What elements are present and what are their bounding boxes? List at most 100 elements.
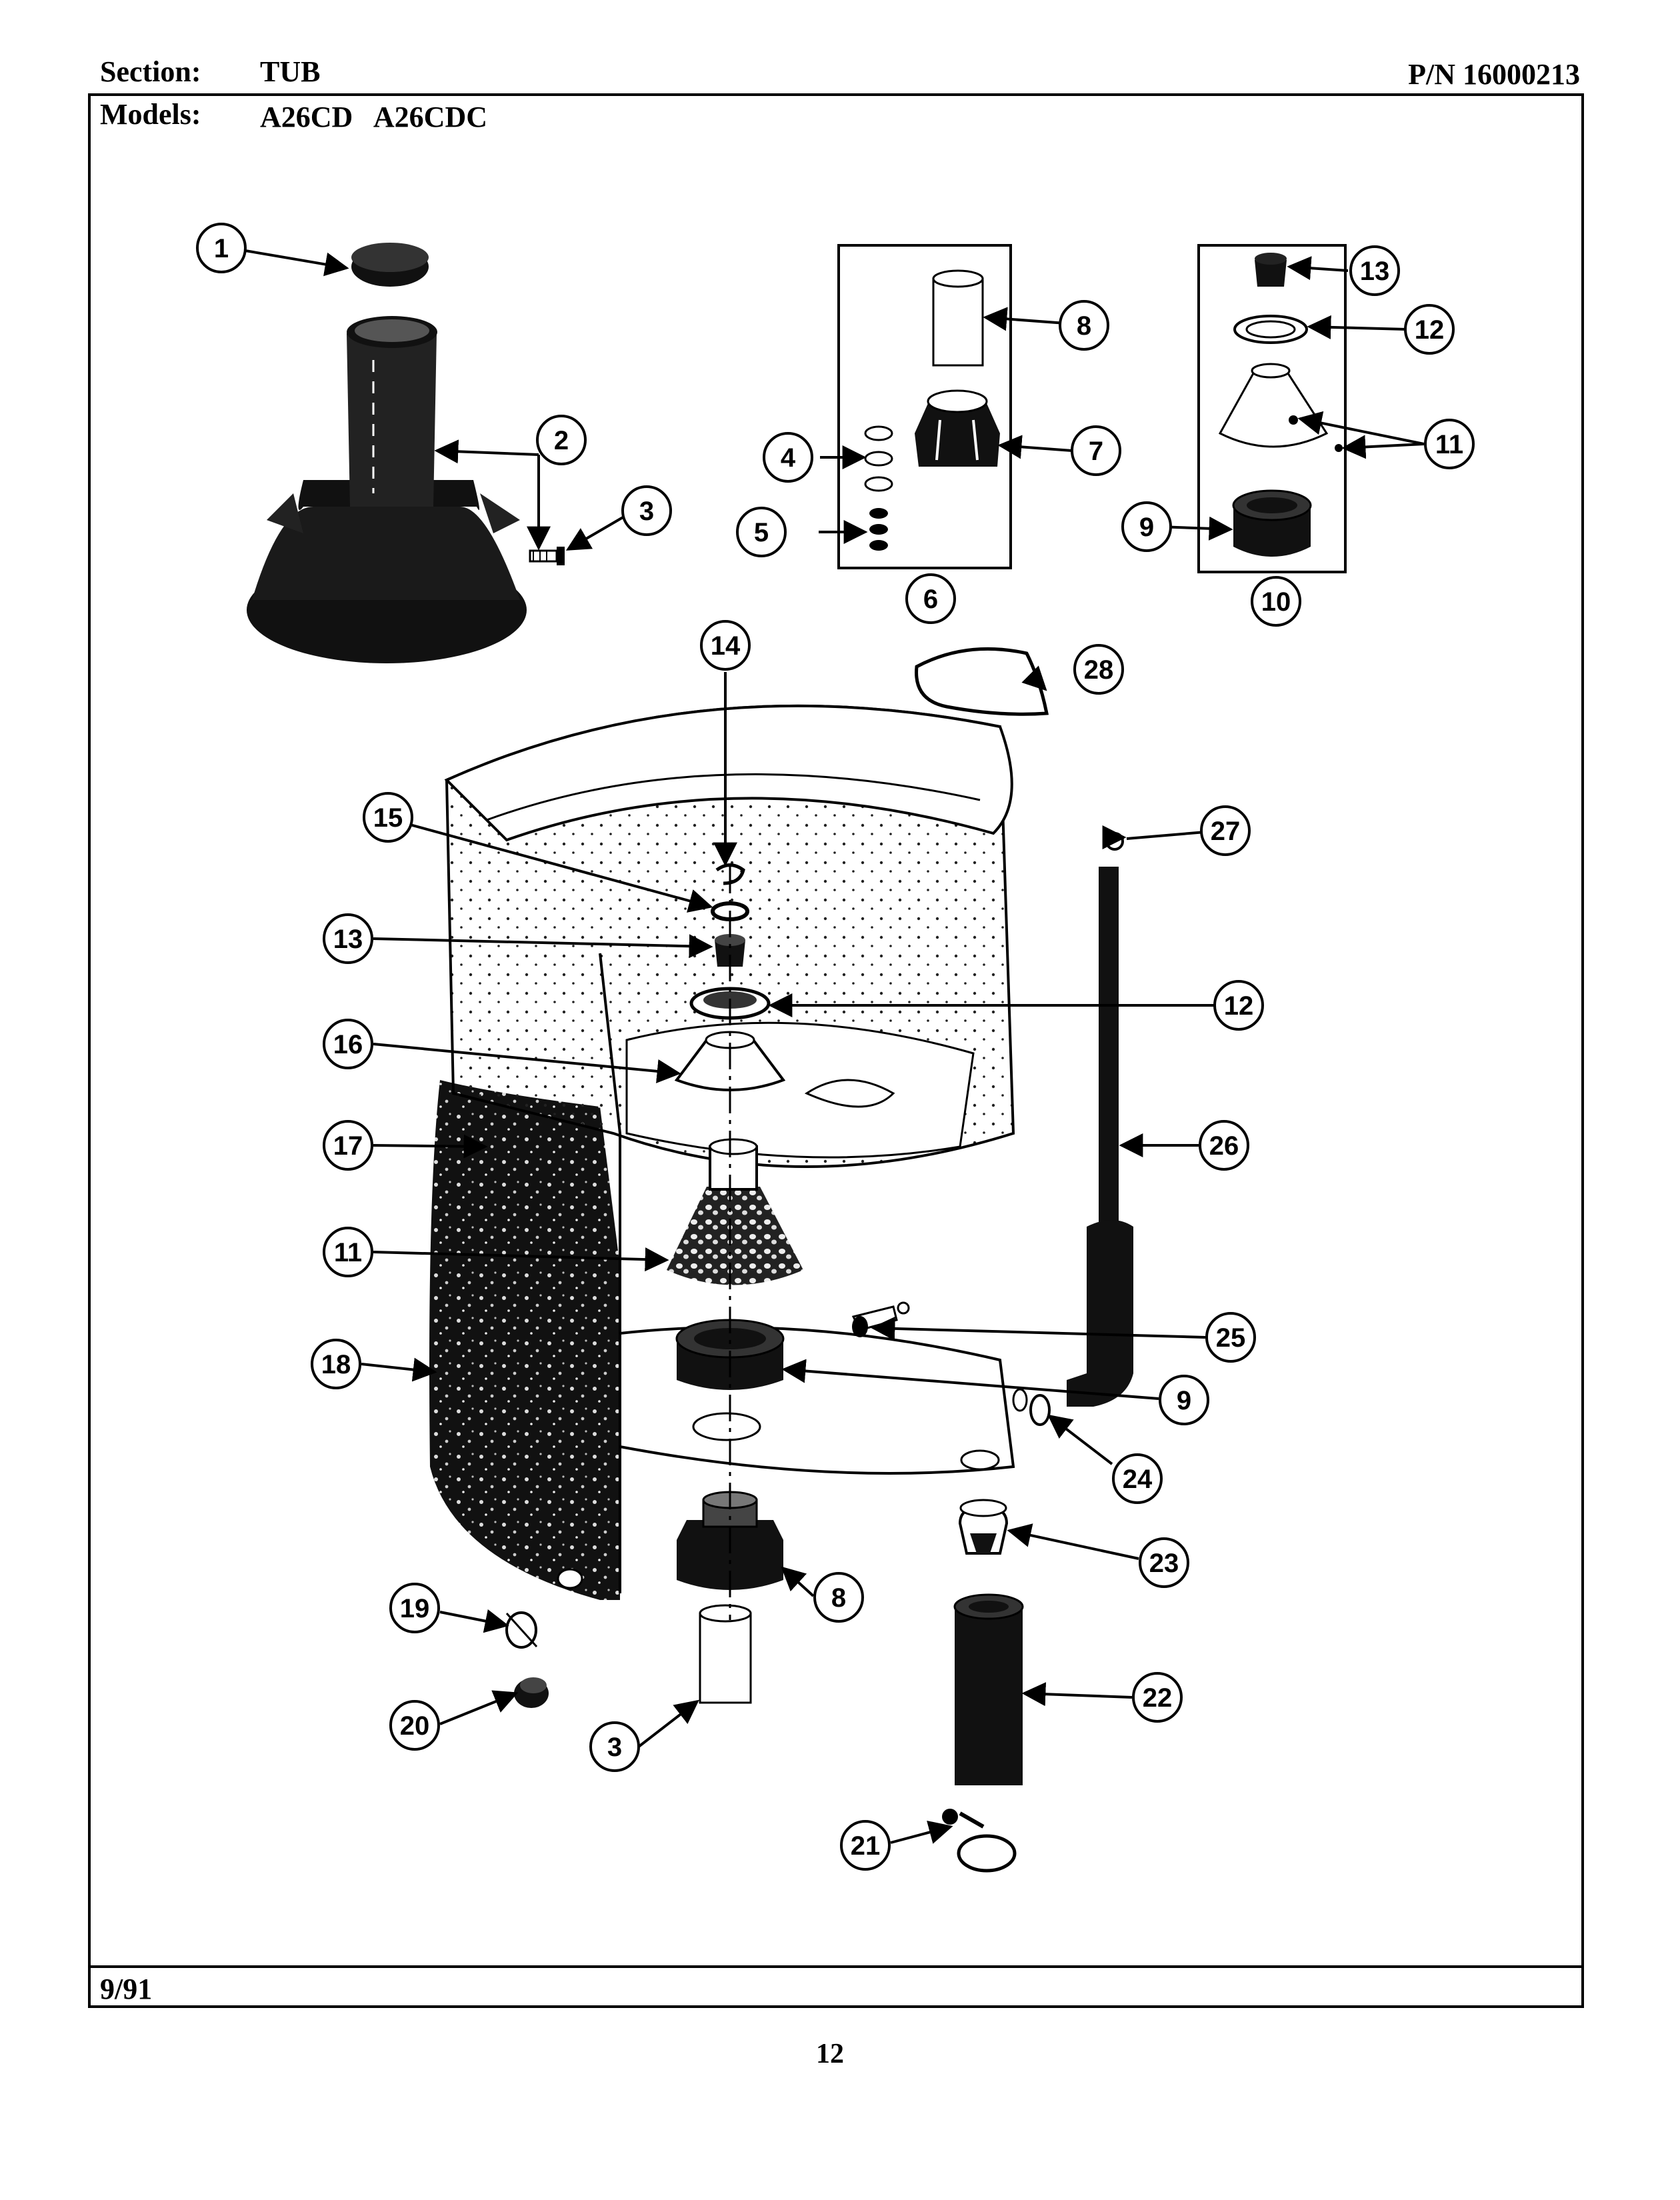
svg-text:24: 24 xyxy=(1123,1465,1153,1494)
svg-text:26: 26 xyxy=(1209,1131,1239,1161)
kit-box-6 xyxy=(837,244,1012,569)
callout-4: 4 xyxy=(763,432,813,483)
page-frame xyxy=(88,93,1584,2008)
footer-divider xyxy=(88,1965,1584,1968)
part-19-clamp xyxy=(505,1611,538,1649)
svg-text:3: 3 xyxy=(639,497,654,526)
svg-text:12: 12 xyxy=(1224,991,1254,1021)
callout-15: 15 xyxy=(363,792,413,843)
part-5-nuts xyxy=(869,508,888,551)
callout-13: 13 xyxy=(323,913,373,964)
callout-5: 5 xyxy=(736,507,787,557)
part-24-clamp xyxy=(1012,1388,1051,1426)
part-28-gasket xyxy=(915,647,1049,716)
part-4-washers xyxy=(864,425,893,492)
part-1-cap xyxy=(351,243,429,287)
part-21-hose-clamp xyxy=(942,1809,1017,1873)
callout-28: 28 xyxy=(1073,644,1124,695)
part-13-bushing-kit xyxy=(1255,253,1287,287)
callout-9: 9 xyxy=(1159,1375,1209,1425)
callout-2: 2 xyxy=(536,415,587,465)
svg-text:25: 25 xyxy=(1216,1323,1246,1353)
callout-21: 21 xyxy=(840,1820,891,1871)
svg-text:14: 14 xyxy=(711,631,741,661)
svg-text:27: 27 xyxy=(1211,817,1241,846)
part-11-cone-kit xyxy=(1218,363,1343,452)
svg-text:7: 7 xyxy=(1089,437,1103,466)
footer-date: 9/91 xyxy=(100,1973,153,2005)
svg-text:15: 15 xyxy=(373,803,403,833)
callout-26: 26 xyxy=(1199,1120,1249,1171)
tub-outlet-stub xyxy=(557,1568,583,1589)
part-22-drain-hose xyxy=(953,1593,1024,1785)
part-7-drive-block xyxy=(915,389,1000,467)
callout-16: 16 xyxy=(323,1019,373,1069)
svg-text:19: 19 xyxy=(400,1594,430,1623)
svg-text:18: 18 xyxy=(321,1350,351,1379)
callout-6: 6 xyxy=(905,573,956,624)
callout-23: 23 xyxy=(1139,1537,1189,1588)
part-3-sleeve xyxy=(699,1604,752,1704)
callout-24: 24 xyxy=(1112,1453,1163,1504)
svg-text:5: 5 xyxy=(754,518,769,547)
callout-9-top: 9 xyxy=(1121,501,1172,552)
callout-22: 22 xyxy=(1132,1672,1183,1723)
kit-box-10 xyxy=(1197,244,1347,573)
part-11-cone xyxy=(667,1138,803,1285)
part-number: P/N 16000213 xyxy=(1408,58,1580,91)
part-26-hose xyxy=(1067,867,1133,1407)
leader-lines xyxy=(245,249,1425,1844)
svg-text:9: 9 xyxy=(1177,1386,1191,1415)
callout-7: 7 xyxy=(1071,425,1121,476)
part-12-ring-kit xyxy=(1233,315,1308,344)
part-9-nut-kit xyxy=(1232,489,1312,557)
callout-12-top: 12 xyxy=(1404,304,1455,355)
part-3-bolt xyxy=(529,547,565,565)
callout-12: 12 xyxy=(1213,980,1264,1031)
callout-25: 25 xyxy=(1205,1312,1256,1363)
svg-text:17: 17 xyxy=(333,1131,363,1161)
svg-text:3: 3 xyxy=(607,1733,622,1762)
svg-text:2: 2 xyxy=(554,426,569,455)
callout-10: 10 xyxy=(1251,576,1301,627)
callout-1: 1 xyxy=(196,223,247,273)
svg-text:11: 11 xyxy=(1435,430,1463,459)
section-label: Section: xyxy=(100,55,201,88)
models-value: A26CD A26CDC xyxy=(260,101,487,133)
svg-text:4: 4 xyxy=(781,443,796,473)
callout-17: 17 xyxy=(323,1120,373,1171)
part-23-elbow xyxy=(958,1499,1009,1555)
part-2-agitator xyxy=(247,316,527,663)
models-label: Models: xyxy=(100,98,201,131)
callout-20: 20 xyxy=(389,1700,440,1751)
svg-text:1: 1 xyxy=(214,234,229,263)
callout-11-top: 11 xyxy=(1424,419,1475,469)
svg-text:13: 13 xyxy=(1360,257,1390,286)
callout-19: 19 xyxy=(389,1583,440,1633)
callout-13-top: 13 xyxy=(1349,245,1400,296)
part-8-sleeve-top xyxy=(932,269,984,367)
callout-3-top: 3 xyxy=(621,485,672,536)
svg-text:10: 10 xyxy=(1261,587,1291,617)
callout-27: 27 xyxy=(1200,805,1251,856)
page-number: 12 xyxy=(816,2039,844,2069)
callout-8: 8 xyxy=(813,1572,864,1623)
callouts: 1 2 3 4 5 6 7 8 9 10 11 12 13 11 12 13 1… xyxy=(196,223,1475,1871)
svg-text:22: 22 xyxy=(1143,1683,1173,1713)
svg-text:12: 12 xyxy=(1415,315,1445,345)
svg-text:28: 28 xyxy=(1084,655,1114,685)
part-13-bushing xyxy=(715,934,745,967)
svg-text:6: 6 xyxy=(923,585,938,614)
svg-text:8: 8 xyxy=(831,1583,846,1613)
svg-text:13: 13 xyxy=(333,925,363,954)
svg-text:8: 8 xyxy=(1077,311,1091,341)
part-18-outer-tub xyxy=(429,1080,620,1600)
svg-text:20: 20 xyxy=(400,1711,430,1741)
part-25-screw xyxy=(851,1301,910,1337)
svg-text:9: 9 xyxy=(1139,513,1154,542)
svg-text:21: 21 xyxy=(851,1831,881,1861)
section-value: TUB xyxy=(260,55,321,88)
svg-text:23: 23 xyxy=(1149,1549,1179,1578)
callout-14: 14 xyxy=(700,620,751,671)
